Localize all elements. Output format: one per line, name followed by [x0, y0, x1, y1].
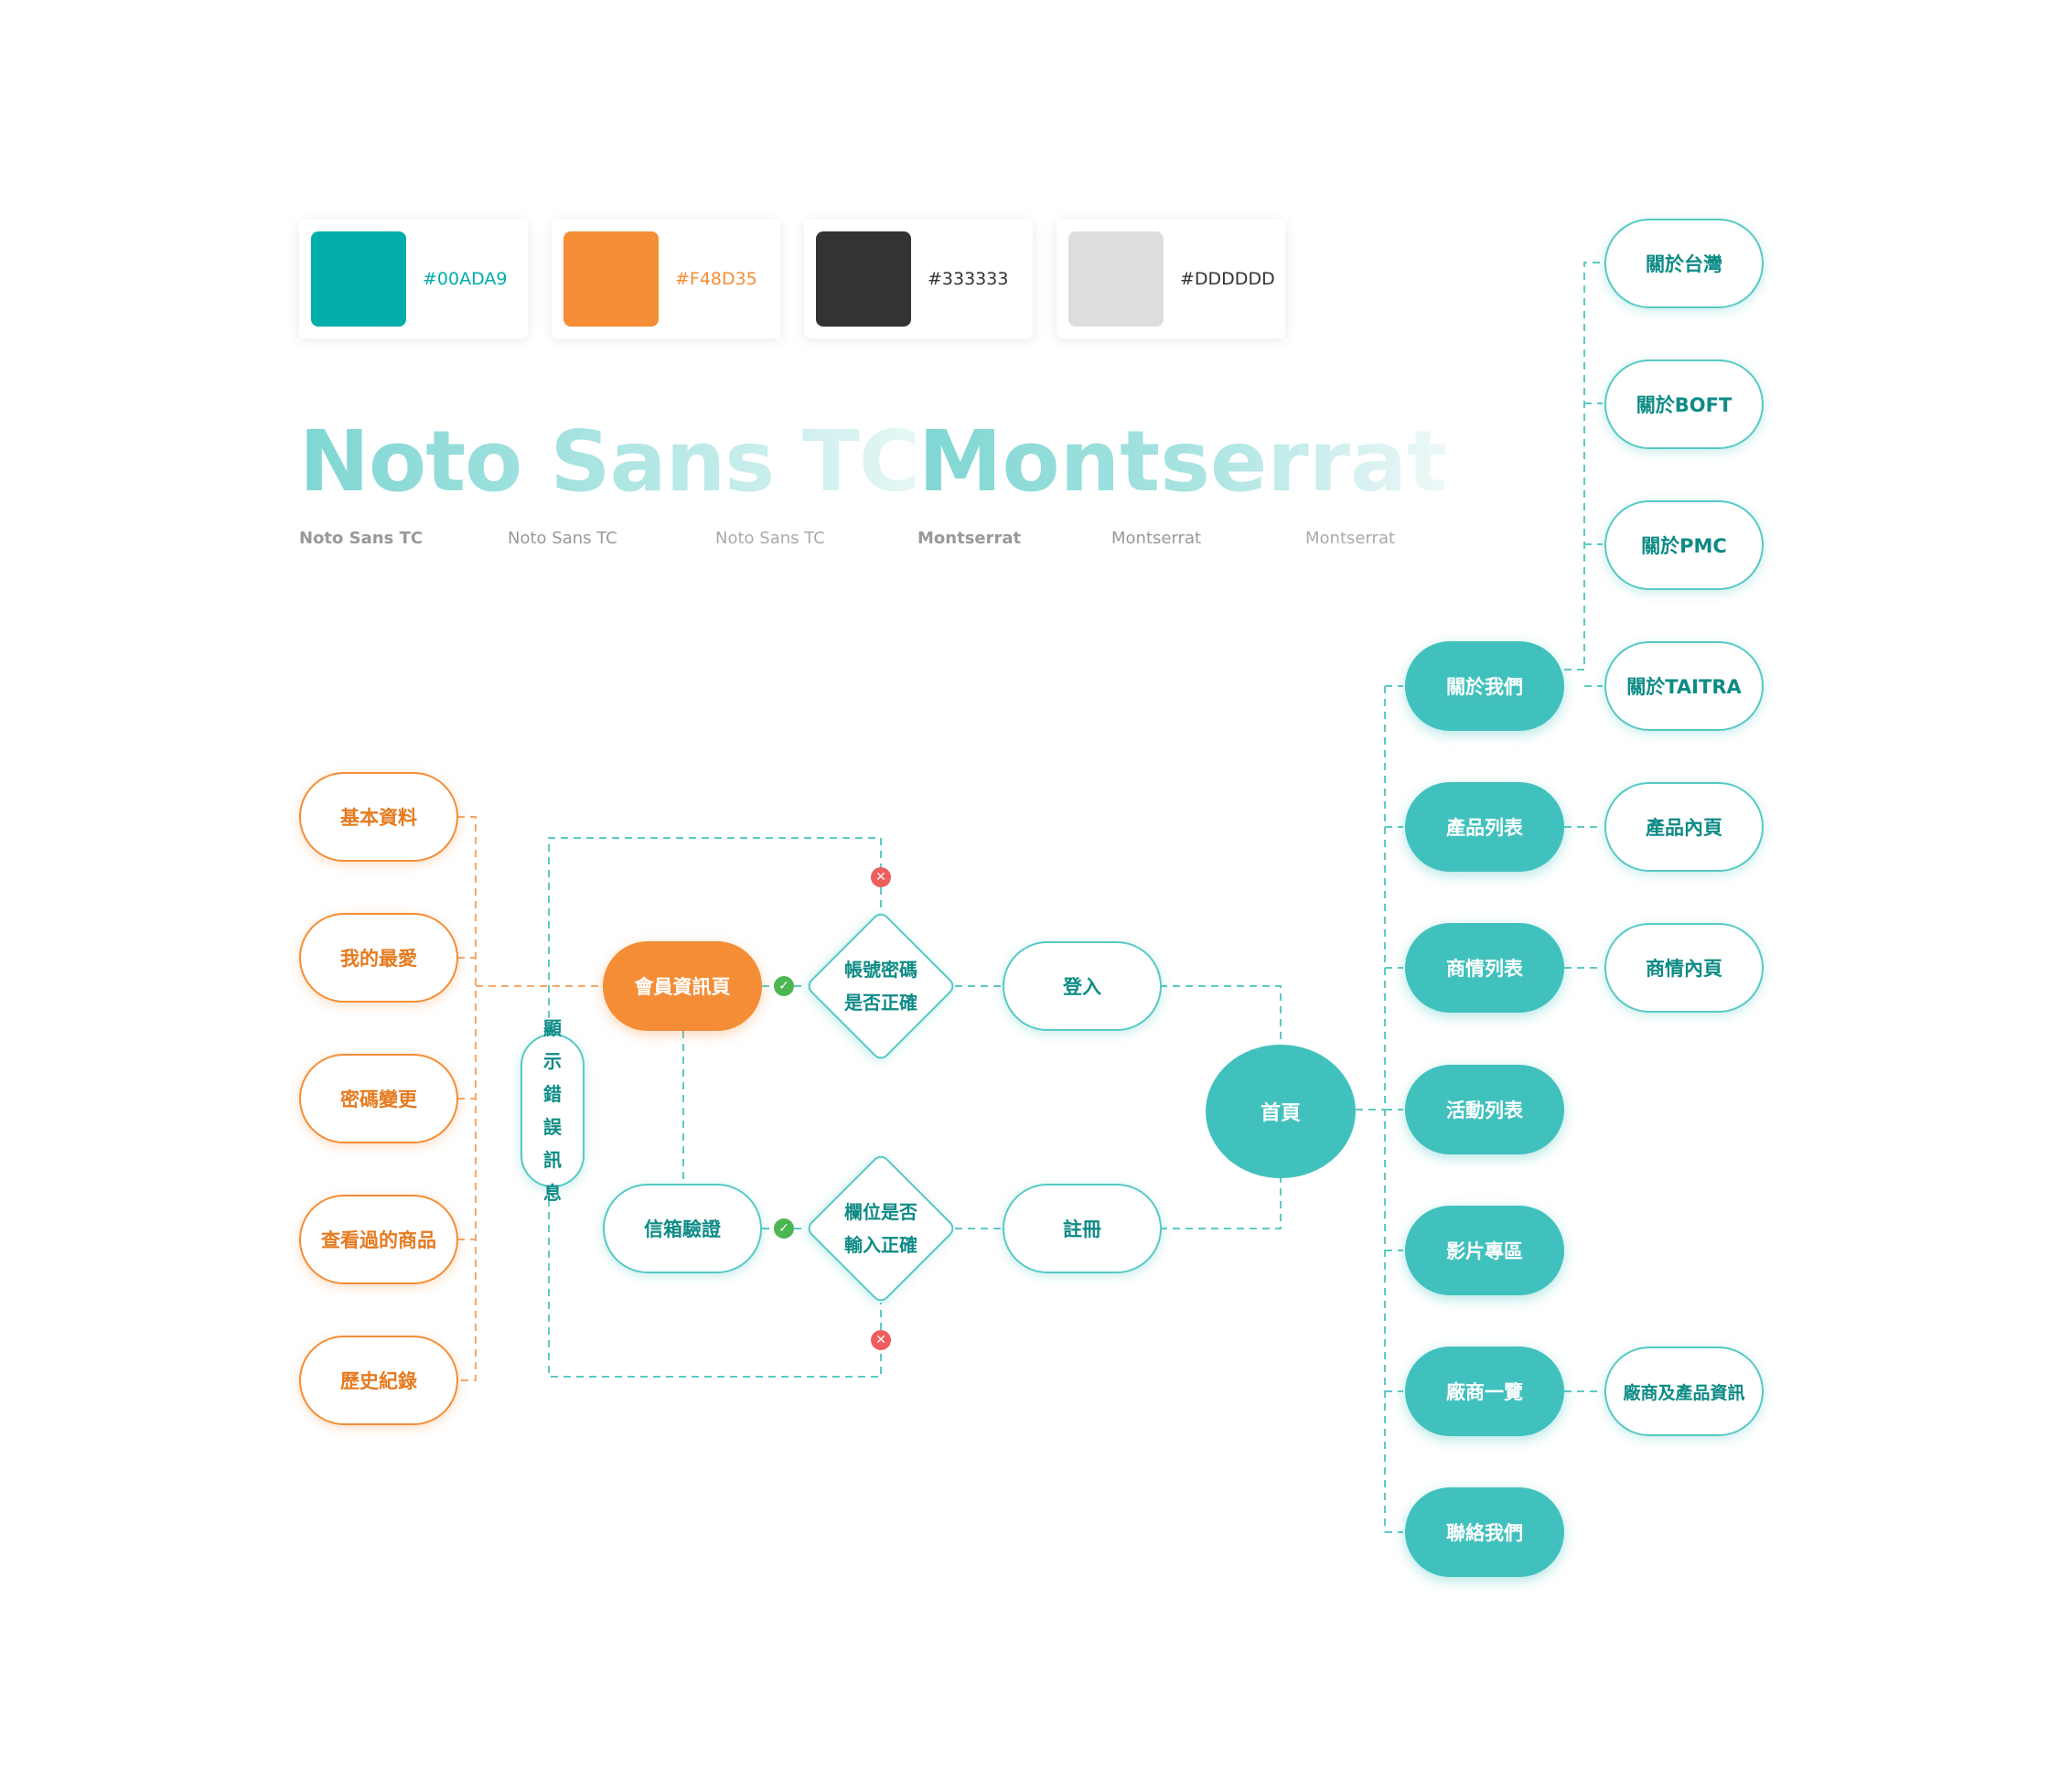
swatch-teal-hex: #00ADA9 [423, 269, 508, 289]
flow-links [548, 262, 1603, 1533]
member-menu-links [457, 816, 602, 1381]
member-menu-item[interactable]: 查看過的商品 [299, 1195, 458, 1284]
swatch-teal [311, 231, 406, 327]
font-weight-noto-bold: Noto Sans TC [299, 529, 424, 548]
font-weight-mont-bold: Montserrat [917, 529, 1022, 548]
font-specimen-montserrat: Montserrat [918, 413, 1448, 510]
swatch-orange [563, 231, 659, 327]
decision-label-line: 是否正確 [844, 992, 917, 1014]
member-menu-item[interactable]: 我的最愛 [299, 913, 458, 1003]
decision-label: 帳號密碼 是否正確 [805, 910, 957, 1062]
swatch-light [1068, 231, 1164, 327]
main-menu-item[interactable]: 關於我們 [1405, 641, 1564, 731]
product-detail-node[interactable]: 產品內頁 [1604, 782, 1764, 872]
about-sub-item[interactable]: 關於TAITRA [1604, 641, 1764, 731]
decision-label: 欄位是否 輸入正確 [805, 1153, 957, 1304]
font-weight-mont-light: Montserrat [1305, 529, 1396, 548]
main-menu-item[interactable]: 聯絡我們 [1405, 1487, 1564, 1577]
swatch-orange-hex: #F48D35 [675, 269, 757, 289]
main-menu-item[interactable]: 廠商一覽 [1405, 1347, 1564, 1436]
main-menu-item[interactable]: 產品列表 [1405, 782, 1564, 872]
vendor-detail-node[interactable]: 廠商及產品資訊 [1604, 1347, 1764, 1436]
font-weight-mont-regular: Montserrat [1111, 529, 1202, 548]
member-page-node[interactable]: 會員資訊頁 [603, 941, 762, 1031]
decision-fields-check: 欄位是否 輸入正確 [804, 1152, 958, 1305]
swatch-light-hex: #DDDDDD [1180, 269, 1275, 289]
decision-label-line: 帳號密碼 [844, 959, 917, 981]
swatch-dark-card: #333333 [804, 220, 1033, 338]
font-weight-noto-light: Noto Sans TC [715, 529, 825, 548]
font-weight-noto-regular: Noto Sans TC [508, 529, 617, 548]
check-icon: ✓ [774, 976, 794, 996]
about-sub-item[interactable]: 關於BOFT [1604, 359, 1764, 449]
email-verify-node[interactable]: 信箱驗證 [603, 1184, 762, 1273]
decision-label-line: 欄位是否 [844, 1201, 917, 1223]
home-node[interactable]: 首頁 [1206, 1045, 1356, 1178]
decision-label-line: 輸入正確 [844, 1234, 917, 1256]
swatch-orange-card: #F48D35 [552, 220, 780, 338]
business-detail-node[interactable]: 商情內頁 [1604, 923, 1764, 1013]
about-sub-item[interactable]: 關於PMC [1604, 500, 1764, 590]
swatch-dark [816, 231, 911, 327]
login-node[interactable]: 登入 [1003, 941, 1162, 1031]
check-icon: ✓ [774, 1218, 794, 1239]
swatch-teal-card: #00ADA9 [299, 220, 528, 338]
member-menu-item[interactable]: 基本資料 [299, 772, 458, 862]
decision-account-check: 帳號密碼 是否正確 [804, 909, 958, 1063]
error-icon: ✕ [871, 1330, 891, 1350]
member-menu-item[interactable]: 密碼變更 [299, 1054, 458, 1143]
main-menu-item[interactable]: 商情列表 [1405, 923, 1564, 1013]
font-specimen-noto: Noto Sans TC [299, 413, 920, 510]
error-message-node: 顯示錯誤訊息 [520, 1017, 585, 1204]
main-menu-item[interactable]: 活動列表 [1405, 1065, 1564, 1154]
member-menu-item[interactable]: 歷史紀錄 [299, 1336, 458, 1425]
swatch-light-card: #DDDDDD [1057, 220, 1285, 338]
about-sub-item[interactable]: 關於台灣 [1604, 219, 1764, 308]
error-icon: ✕ [871, 867, 891, 887]
main-menu-item[interactable]: 影片專區 [1405, 1206, 1564, 1295]
swatch-dark-hex: #333333 [928, 269, 1009, 289]
register-node[interactable]: 註冊 [1003, 1184, 1162, 1273]
